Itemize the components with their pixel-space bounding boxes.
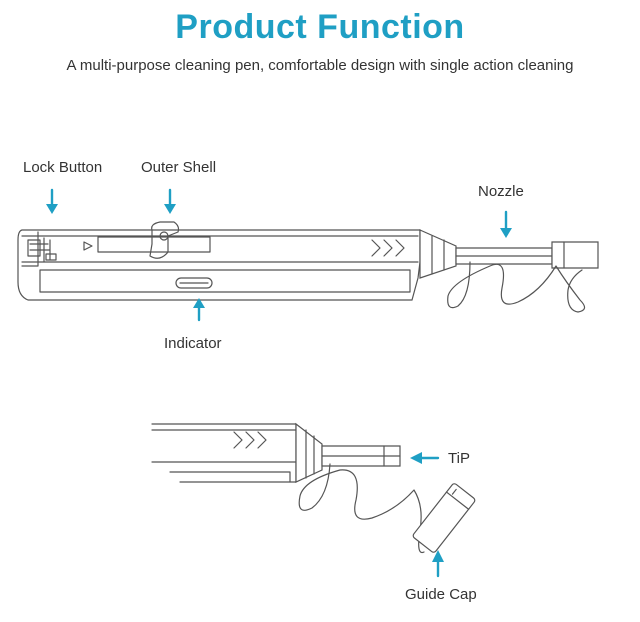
label-tip: TiP: [448, 450, 470, 467]
label-indicator: Indicator: [164, 335, 222, 352]
slider-knob-dot: [159, 231, 169, 241]
cleaning-pen-full: [17, 221, 599, 313]
arrow-nozzle: [500, 210, 512, 238]
page-subtitle: A multi-purpose cleaning pen, comfortabl…: [66, 57, 574, 74]
label-lock-button: Lock Button: [23, 159, 103, 176]
page-title: Product Function: [175, 8, 465, 46]
neck-taper: [419, 229, 457, 279]
end-cap: [21, 231, 39, 267]
slider-knob: [149, 221, 180, 259]
slider-track: [97, 236, 211, 253]
detail-neck: [295, 422, 323, 483]
label-outer-shell: Outer Shell: [141, 159, 217, 176]
arrow-tip: [410, 452, 440, 464]
arrow-lock-button: [46, 188, 58, 214]
arrow-indicator: [193, 298, 205, 322]
arrow-guide-cap: [432, 550, 444, 578]
label-nozzle: Nozzle: [478, 183, 524, 200]
detail-bottom-panel: [169, 471, 291, 483]
guide-cap: [412, 483, 476, 553]
lock-button: [27, 237, 57, 263]
label-guide-cap: Guide Cap: [405, 586, 477, 603]
body-bottom-panel: [39, 269, 411, 293]
arrow-outer-shell: [164, 188, 176, 214]
chevron-marks: [371, 239, 405, 257]
lock-arrow-mark: [83, 241, 93, 251]
tip: [551, 241, 599, 269]
cleaning-pen-detail: [151, 422, 476, 554]
detail-neck-rings: [305, 429, 315, 479]
detail-tether: [298, 463, 425, 554]
outer-shell-body: [17, 229, 421, 301]
detail-body: [151, 423, 297, 483]
tether-cord: [447, 261, 586, 313]
detail-chevrons: [233, 431, 267, 449]
neck-rings: [431, 235, 445, 275]
